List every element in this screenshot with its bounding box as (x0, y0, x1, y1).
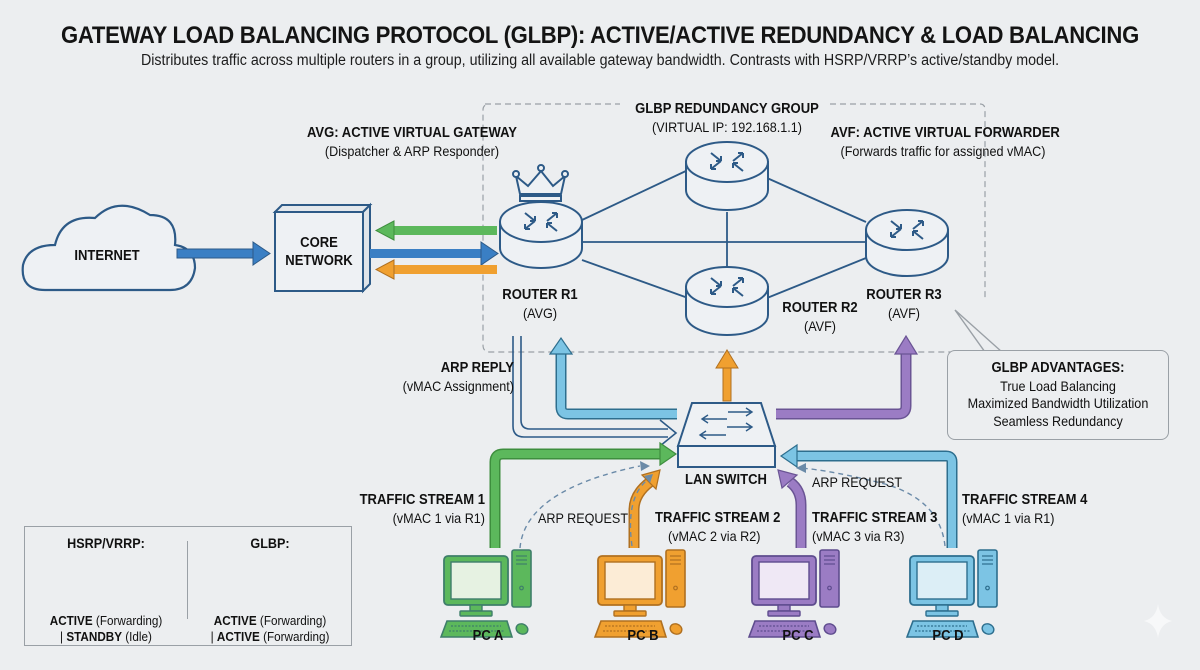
glbp-separator: | (210, 628, 217, 644)
stream-1-description: (vMAC 1 via R1) (392, 510, 485, 526)
legend-hsrp-title: HSRP/VRRP: (67, 535, 145, 551)
stream-2-description: (vMAC 2 via R2) (668, 528, 761, 544)
glbp-active2-label: ACTIVE (216, 628, 260, 644)
router-r2-name: ROUTER R2 (782, 300, 858, 316)
router-r3-icon (865, 209, 949, 277)
router-r2-icon (685, 266, 769, 336)
avg-description: (Dispatcher & ARP Responder) (324, 143, 500, 159)
page-subtitle: Distributes traffic across multiple rout… (140, 52, 1060, 69)
traffic-stream-1-arrow (489, 441, 678, 548)
hsrp-standby-label: STANDBY (66, 628, 123, 644)
pc-a-label: PC A (472, 628, 504, 644)
glbp-active-label: ACTIVE (213, 613, 257, 628)
virtual-ip-label: (VIRTUAL IP: 192.168.1.1) (652, 119, 802, 135)
page-title: GATEWAY LOAD BALANCING PROTOCOL (GLBP): … (60, 22, 1139, 49)
pc-d-icon (905, 549, 998, 638)
sparkle-icon (1144, 604, 1172, 638)
legend-divider (187, 541, 188, 619)
router-top-icon (685, 141, 769, 211)
stream-4-title: TRAFFIC STREAM 4 (962, 492, 1088, 508)
return-arrow-orange (374, 259, 497, 280)
arp-request-right-label: ARP REQUEST (811, 474, 903, 490)
internet-label: INTERNET (74, 248, 140, 264)
group-title: GLBP REDUNDANCY GROUP (635, 101, 819, 117)
glbp-active2-desc: (Forwarding) (259, 628, 330, 644)
pc-b-label: PC B (627, 628, 659, 644)
lan-switch-label: LAN SWITCH (685, 472, 767, 488)
pc-c-icon (747, 549, 840, 638)
arp-request-arrowheads (640, 461, 806, 483)
pc-a-icon (439, 549, 532, 638)
hsrp-active-label: ACTIVE (49, 613, 93, 628)
hsrp-standby-desc: (Idle) (122, 628, 152, 644)
lan-switch-icon (676, 402, 777, 468)
router-r1-name: ROUTER R1 (502, 287, 578, 303)
avg-title: AVG: ACTIVE VIRTUAL GATEWAY (306, 125, 518, 141)
advantages-title: GLBP ADVANTAGES: (991, 360, 1125, 376)
stream-1-title: TRAFFIC STREAM 1 (359, 492, 485, 508)
hsrp-active-desc: (Forwarding) (92, 613, 163, 628)
arp-reply-description: (vMAC Assignment) (402, 378, 514, 394)
arp-reply-title: ARP REPLY (440, 360, 514, 376)
advantage-item: Maximized Bandwidth Utilization (967, 395, 1149, 412)
forward-arrow-blue (370, 241, 499, 266)
arp-request-left-label: ARP REQUEST (537, 510, 629, 526)
legend-hsrp-caption: ACTIVE (Forwarding) | STANDBY (Idle) (33, 613, 179, 644)
arp-request-dashed-arrows (519, 465, 946, 549)
stream-arrow-to-r1 (548, 336, 677, 420)
pc-c-label: PC C (782, 628, 814, 644)
traffic-stream-2-arrow (628, 469, 661, 548)
internet-cloud-icon (21, 204, 197, 292)
arp-reply-arrow (512, 336, 678, 447)
crown-icon (512, 164, 569, 202)
core-label-line1: CORE (300, 235, 338, 251)
traffic-stream-3-arrow (777, 469, 807, 548)
pc-b-icon (593, 549, 686, 638)
router-r1-role: (AVG) (522, 305, 558, 321)
hsrp-separator: | (60, 628, 67, 644)
advantage-item: True Load Balancing (1000, 377, 1116, 394)
internet-to-core-arrow (176, 241, 271, 266)
legend-glbp-caption: ACTIVE (Forwarding) | ACTIVE (Forwarding… (197, 613, 343, 644)
router-r2-role: (AVF) (804, 318, 836, 334)
return-arrow-green (374, 220, 497, 241)
stream-arrow-to-r2 (715, 349, 739, 402)
advantages-callout-pointer (954, 309, 1004, 353)
stream-2-title: TRAFFIC STREAM 2 (655, 510, 781, 526)
stream-3-title: TRAFFIC STREAM 3 (812, 510, 938, 526)
stream-4-description: (vMAC 1 via R1) (962, 510, 1055, 526)
pc-d-label: PC D (932, 628, 964, 644)
router-r1-icon (499, 201, 583, 269)
avf-title: AVF: ACTIVE VIRTUAL FORWARDER (830, 125, 1060, 141)
redundancy-group-boundary (482, 103, 986, 353)
legend-glbp-title: GLBP: (250, 535, 290, 551)
glbp-advantages-callout: GLBP ADVANTAGES: True Load Balancing Max… (947, 350, 1169, 440)
router-r3-role: (AVF) (888, 305, 920, 321)
traffic-stream-4-arrow (779, 443, 958, 548)
comparison-legend: HSRP/VRRP: GLBP: ACTIVE (Forwarding) | S… (24, 526, 352, 646)
stream-3-description: (vMAC 3 via R3) (812, 528, 905, 544)
core-label-line2: NETWORK (285, 253, 353, 270)
core-network-box (272, 202, 373, 294)
advantage-item: Seamless Redundancy (993, 413, 1123, 430)
stream-arrow-to-r3 (776, 334, 919, 420)
router-r3-name: ROUTER R3 (866, 287, 942, 303)
core-network-label: CORE NETWORK (279, 234, 358, 270)
avf-description: (Forwards traffic for assigned vMAC) (840, 143, 1046, 159)
glbp-active-desc: (Forwarding) (256, 613, 327, 628)
router-mesh-links (581, 169, 867, 299)
